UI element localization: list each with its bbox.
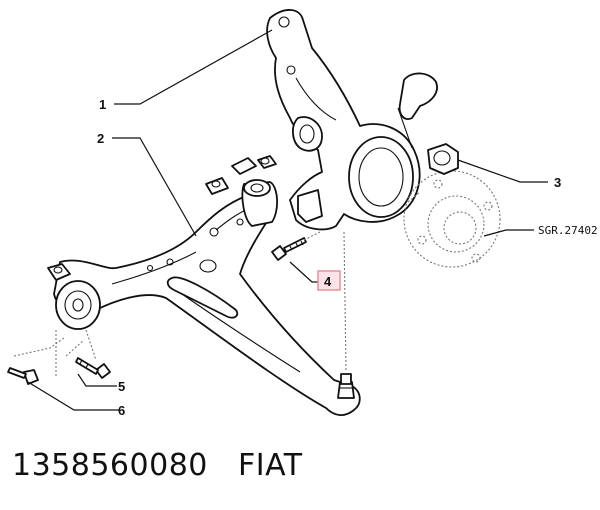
callout-6: 6 <box>118 403 125 418</box>
lower-control-arm <box>47 155 361 416</box>
callout-1: 1 <box>99 97 106 112</box>
hub-nut <box>427 143 459 175</box>
bolt-4 <box>271 237 307 261</box>
bolt-5 <box>75 357 111 379</box>
callout-3: 3 <box>554 175 561 190</box>
part-number: 1358560080 <box>12 448 208 483</box>
callout-5: 5 <box>118 379 125 394</box>
assembly-guide-lines <box>13 231 347 376</box>
callout-4-highlight <box>317 270 341 291</box>
steering-knuckle <box>266 9 438 231</box>
part-caption: 1358560080 FIAT <box>12 448 303 483</box>
callout-2: 2 <box>97 131 104 146</box>
brand-name: FIAT <box>237 448 303 483</box>
reference-code: SGR.27402 <box>538 224 598 237</box>
callout-4: 4 <box>324 274 332 289</box>
wheel-hub <box>403 170 501 268</box>
bolt-6 <box>7 367 39 385</box>
leader-lines <box>27 29 548 411</box>
